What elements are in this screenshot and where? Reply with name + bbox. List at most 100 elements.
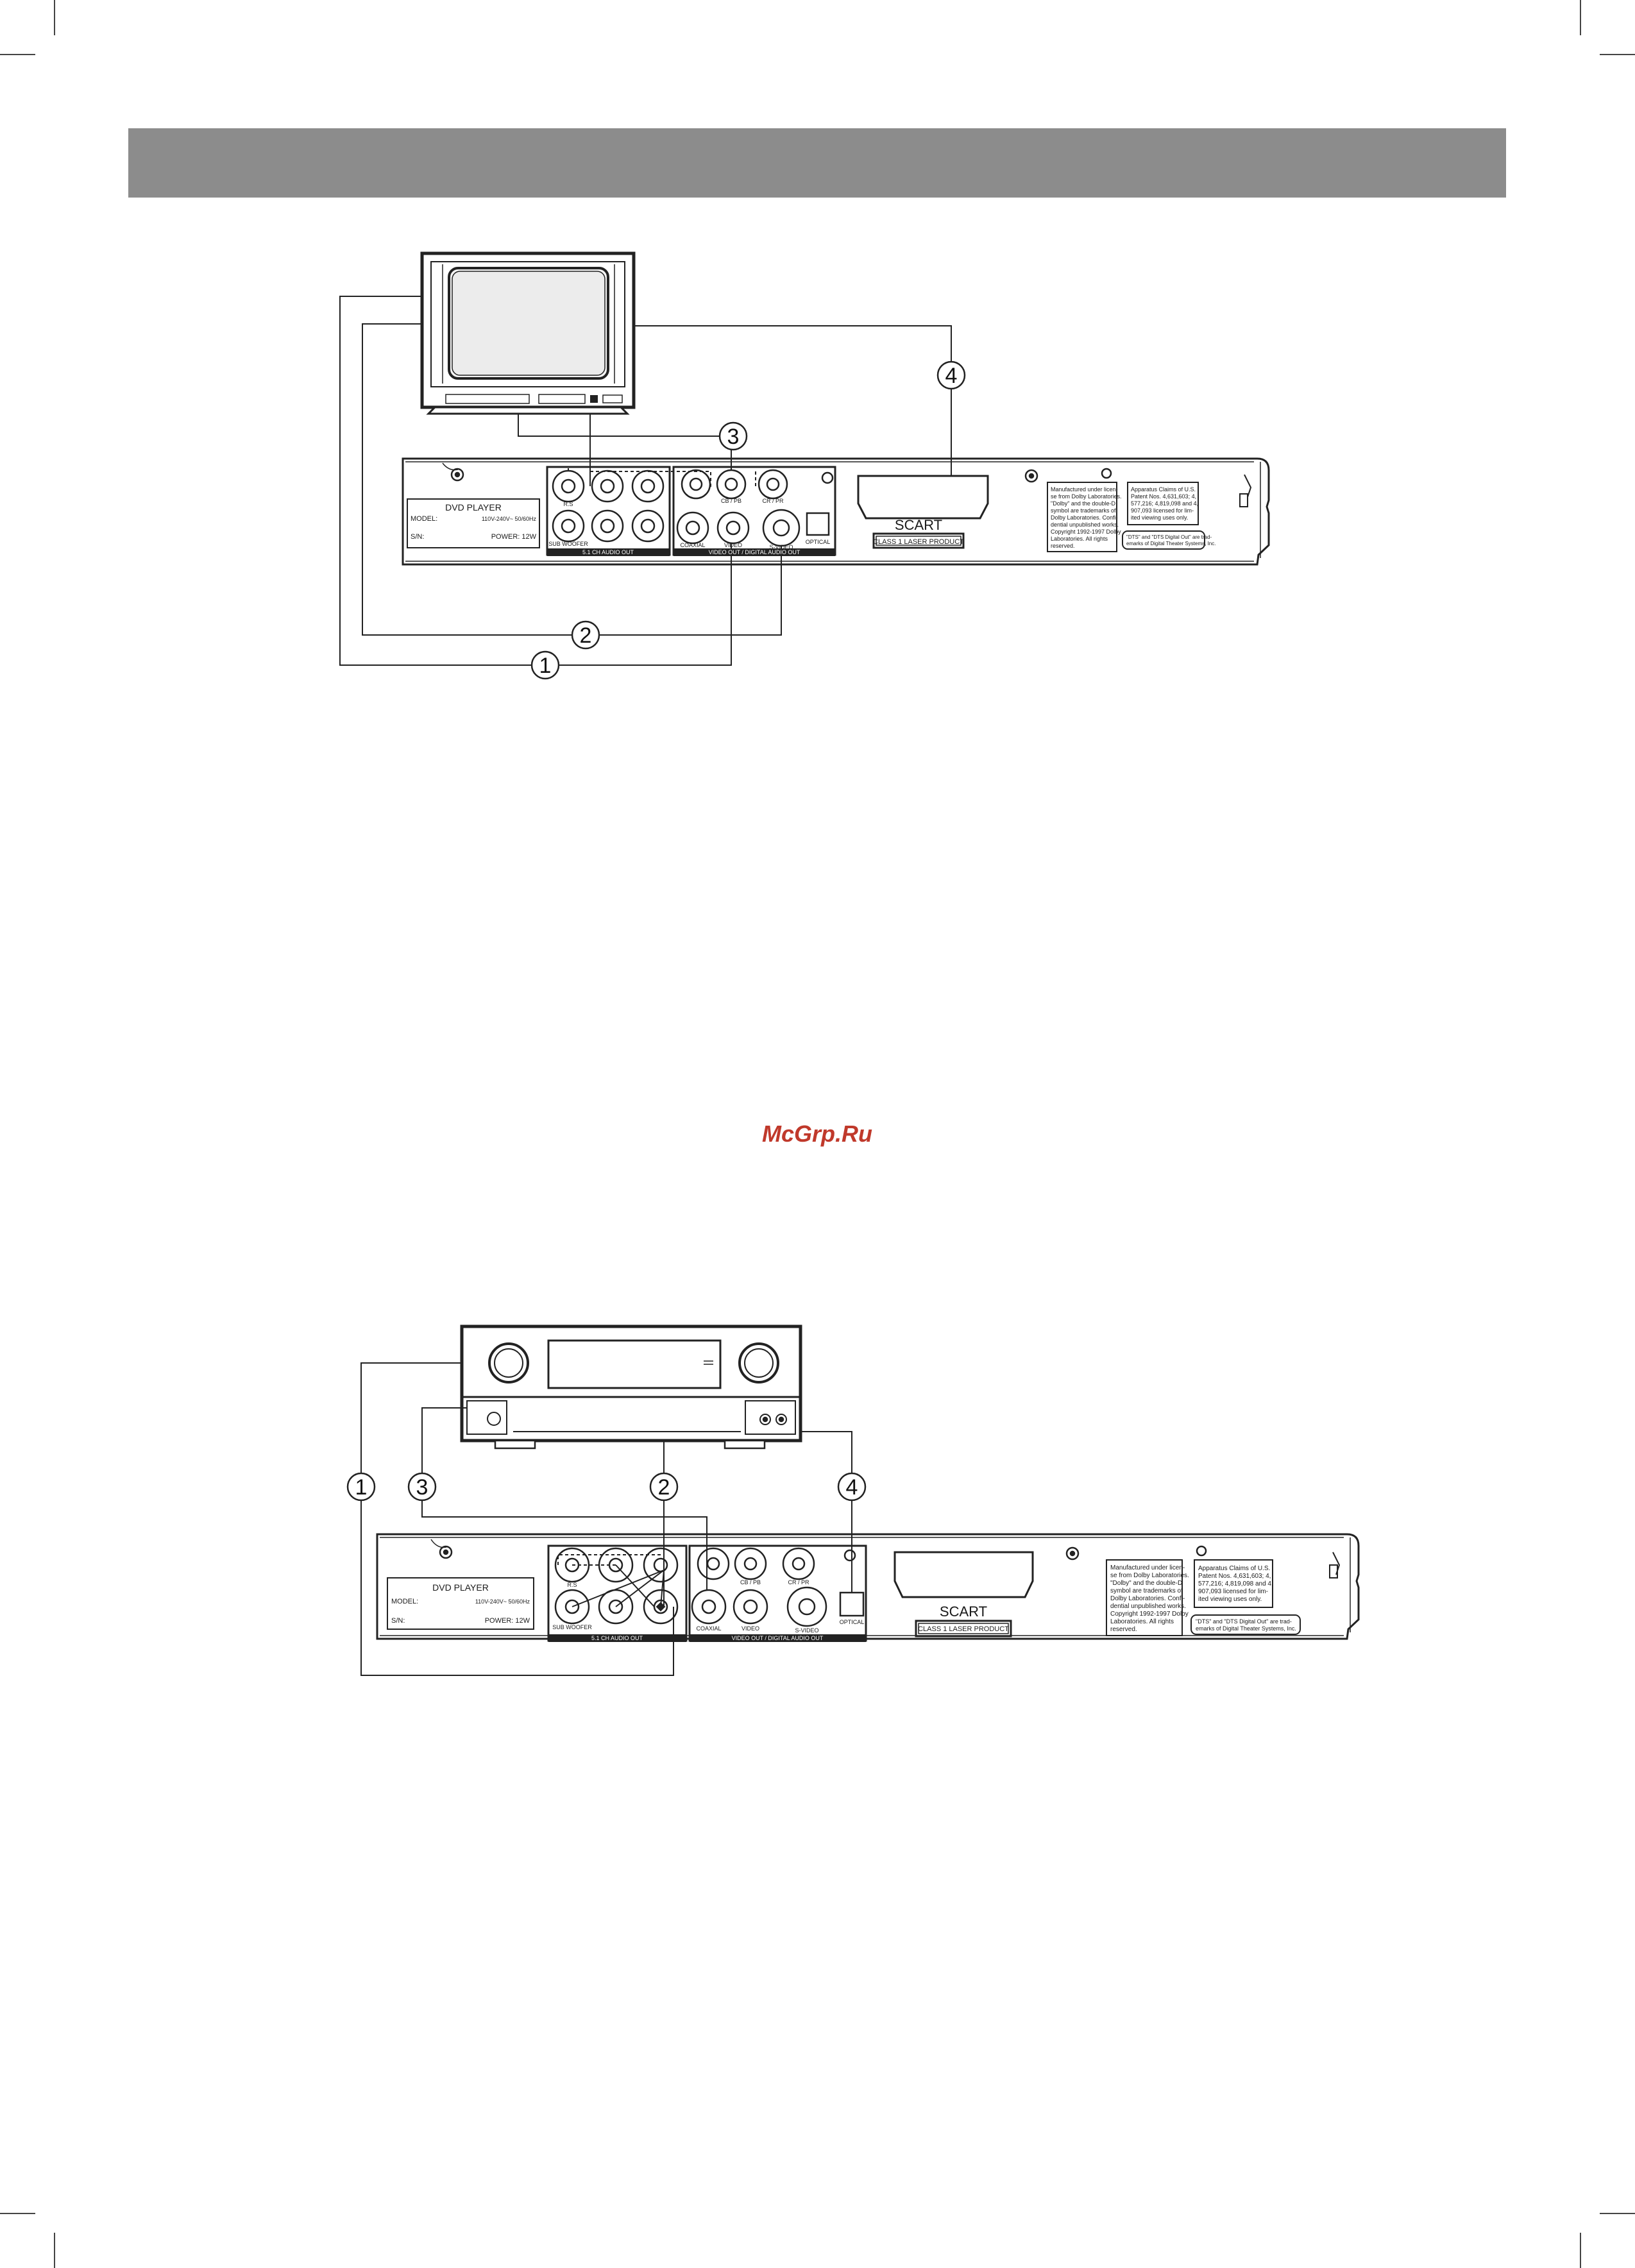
callout-4 (837, 1472, 867, 1502)
callout-1 (530, 650, 560, 680)
svg-text:"DTS" and "DTS Digital Out" ar: "DTS" and "DTS Digital Out" are trad- (1196, 1618, 1292, 1625)
jack-optical-label: OPTICAL (806, 539, 831, 545)
svg-text:symbol are trademarks of: symbol are trademarks of (1110, 1587, 1183, 1595)
power-label: POWER: 12W (491, 533, 537, 541)
svg-text:Manufactured under licen-: Manufactured under licen- (1051, 486, 1118, 493)
laser-label: CLASS 1 LASER PRODUCT (918, 1625, 1009, 1633)
dolby-notice-box (1106, 1559, 1183, 1636)
amplifier-display (547, 1339, 722, 1389)
laser-label: CLASS 1 LASER PRODUCT (873, 538, 964, 546)
video-out-panel (688, 1544, 867, 1642)
jack-video-label: VIDEO (724, 542, 742, 548)
svg-text:Dolby Laboratories. Confi-: Dolby Laboratories. Confi- (1051, 514, 1118, 521)
callout-2 (571, 620, 600, 650)
video-panel-label: VIDEO OUT / DIGITAL AUDIO OUT (709, 549, 801, 555)
svg-text:907,093 licensed for lim-: 907,093 licensed for lim- (1131, 507, 1194, 514)
model-label: MODEL: (391, 1598, 418, 1605)
dolby-notice-text: Manufactured under licen- se from Dolby … (1110, 1564, 1189, 1633)
model-label: MODEL: (411, 515, 437, 523)
tv-set-illustration (420, 251, 636, 415)
dts-notice-text: "DTS" and "DTS Digital Out" are trad- em… (1126, 534, 1216, 546)
callout-4-label: 4 (846, 1475, 858, 1500)
voltage-label: 110V-240V~ 50/60Hz (482, 516, 537, 522)
audio-panel-label: 5.1 CH AUDIO OUT (582, 549, 634, 555)
sn-label: S/N: (411, 533, 424, 541)
volume-knob-right (738, 1342, 779, 1384)
svg-text:Apparatus Claims of U.S.: Apparatus Claims of U.S. (1198, 1565, 1270, 1572)
dts-notice-box (1190, 1614, 1301, 1635)
svg-text:dential unpublished works.: dential unpublished works. (1110, 1603, 1186, 1610)
top-diagram-text: 1 2 3 4 DVD PLAYER MODEL: 110V-240V~ 50/… (411, 364, 1216, 678)
header-bar (128, 128, 1506, 198)
callout-4-label: 4 (945, 364, 958, 388)
callout-3-label: 3 (416, 1475, 428, 1500)
callout-3 (407, 1472, 437, 1502)
svg-text:se from Dolby Laboratories.: se from Dolby Laboratories. (1051, 493, 1122, 500)
svg-text:Manufactured under licen-: Manufactured under licen- (1110, 1564, 1185, 1571)
callouts (530, 360, 966, 680)
patent-notice-box (1127, 482, 1199, 525)
jack-optical-label: OPTICAL (840, 1619, 865, 1625)
callout-2-label: 2 (658, 1475, 670, 1500)
svg-text:Dolby Laboratories. Confi-: Dolby Laboratories. Confi- (1110, 1595, 1185, 1602)
bottom-diagram-text: 1 3 2 4 DVD PLAYER MODEL: 110V-240V~ 50/… (355, 1475, 1296, 1641)
dolby-notice-box (1047, 482, 1117, 552)
jack-rs-label: R.S (567, 1582, 577, 1588)
scart-label: SCART (940, 1604, 987, 1620)
patent-notice-text: Apparatus Claims of U.S. Patent Nos. 4,6… (1198, 1565, 1273, 1603)
jack-crpr-label: CR / PR (788, 1579, 809, 1586)
svg-text:"Dolby" and the double-D: "Dolby" and the double-D (1110, 1580, 1182, 1587)
svg-text:reserved.: reserved. (1110, 1626, 1137, 1633)
player-title: DVD PLAYER (432, 1582, 489, 1593)
callouts (346, 1472, 867, 1502)
svg-text:reserved.: reserved. (1051, 543, 1075, 549)
power-label: POWER: 12W (485, 1617, 530, 1625)
scart-connector (894, 1551, 1034, 1638)
jack-svideo-label: S-VIDEO (769, 544, 793, 550)
cables (360, 1362, 852, 1676)
patent-notice-box (1194, 1559, 1273, 1608)
svg-text:907,093 licensed for lim-: 907,093 licensed for lim- (1198, 1588, 1268, 1595)
svg-text:577,216; 4,819,098 and 4,: 577,216; 4,819,098 and 4, (1131, 500, 1198, 507)
cables (339, 296, 952, 666)
svg-text:Patent Nos. 4,631,603; 4,: Patent Nos. 4,631,603; 4, (1198, 1573, 1271, 1580)
callout-2-label: 2 (580, 623, 592, 648)
callout-1 (346, 1472, 376, 1502)
amplifier-connection-diagram (346, 1324, 1360, 1676)
video-panel-label: VIDEO OUT / DIGITAL AUDIO OUT (732, 1635, 824, 1641)
svg-text:ited viewing uses only.: ited viewing uses only. (1198, 1596, 1262, 1603)
audio-panel-label: 5.1 CH AUDIO OUT (591, 1635, 643, 1641)
jack-subwoofer-label: SUB WOOFER (552, 1624, 592, 1630)
dts-notice-box (1122, 530, 1205, 550)
jack-svideo-label: S-VIDEO (795, 1627, 818, 1634)
svg-text:Patent Nos. 4,631,603; 4,: Patent Nos. 4,631,603; 4, (1131, 493, 1196, 500)
svg-text:Laboratories. All rights: Laboratories. All rights (1051, 536, 1108, 542)
callout-3-label: 3 (727, 425, 740, 449)
svg-text:Apparatus Claims of U.S.: Apparatus Claims of U.S. (1131, 486, 1196, 493)
svg-text:Copyright 1992-1997 Dolby: Copyright 1992-1997 Dolby (1110, 1611, 1189, 1618)
jack-cbpb-label: CB / PB (721, 498, 741, 504)
svg-text:se from Dolby Laboratories.: se from Dolby Laboratories. (1110, 1572, 1189, 1579)
svg-text:"Dolby" and the double-D: "Dolby" and the double-D (1051, 500, 1115, 507)
tv-connection-diagram (339, 251, 1270, 680)
jack-video-label: VIDEO (741, 1625, 759, 1632)
svg-text:577,216; 4,819,098 and 4,: 577,216; 4,819,098 and 4, (1198, 1580, 1273, 1587)
jack-cbpb-label: CB / PB (740, 1579, 761, 1586)
voltage-label: 110V-240V~ 50/60Hz (475, 1598, 530, 1605)
player-title: DVD PLAYER (445, 502, 502, 512)
svg-text:Laboratories. All rights: Laboratories. All rights (1110, 1618, 1174, 1625)
amplifier-illustration (460, 1324, 802, 1450)
callout-2 (649, 1472, 679, 1502)
jack-crpr-label: CR / PR (762, 498, 784, 504)
dolby-notice-text: Manufactured under licen- se from Dolby … (1051, 486, 1122, 549)
svg-text:dential unpublished works.: dential unpublished works. (1051, 521, 1119, 528)
patent-notice-text: Apparatus Claims of U.S. Patent Nos. 4,6… (1131, 486, 1198, 521)
jack-coaxial-label: COAXIAL (696, 1625, 721, 1632)
jack-coaxial-label: COAXIAL (680, 542, 705, 548)
svg-text:emarks of Digital Theater Syst: emarks of Digital Theater Systems, Inc. (1126, 541, 1216, 546)
jack-subwoofer-label: SUB WOOFER (548, 541, 588, 547)
svg-text:emarks of Digital Theater Syst: emarks of Digital Theater Systems, Inc. (1196, 1625, 1296, 1632)
